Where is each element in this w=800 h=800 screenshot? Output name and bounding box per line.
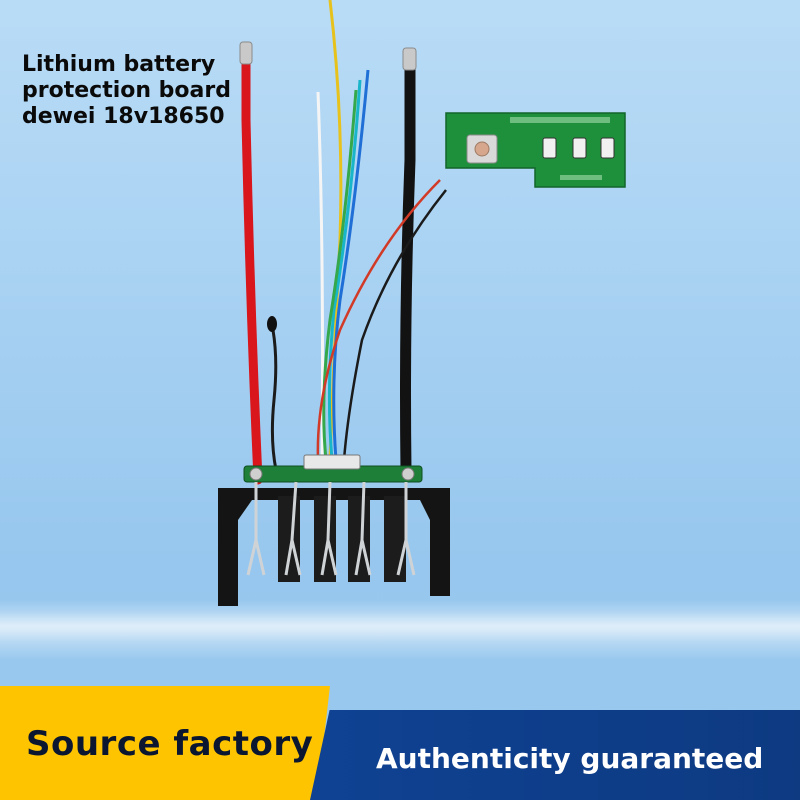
contact-5 (396, 482, 416, 576)
wire-connector (303, 454, 361, 470)
source-factory-label: Source factory (26, 724, 314, 764)
indicator-pcb (445, 112, 626, 188)
blue-wire (332, 69, 370, 461)
switch-button (474, 141, 490, 157)
contact-2 (284, 481, 302, 576)
floor-reflection (0, 612, 800, 642)
title-line-1: Lithium battery (22, 52, 216, 77)
red-thin-wire (316, 179, 441, 461)
black-wire-terminal (402, 47, 417, 71)
thermistor-wire (270, 329, 278, 471)
red-wire (241, 55, 263, 485)
cyan-wire (327, 79, 362, 461)
contact-1 (246, 482, 266, 576)
title-line-2: protection board (22, 78, 231, 103)
contact-3 (320, 481, 338, 576)
black-wire (400, 54, 416, 476)
metal-contacts (246, 481, 416, 576)
red-wire-terminal (239, 41, 253, 65)
contact-4 (354, 481, 372, 576)
led-3 (600, 137, 615, 159)
date-code (560, 175, 602, 180)
banner-yellow-panel (0, 686, 330, 800)
terminal-block (218, 488, 450, 606)
silkscreen-text (510, 117, 610, 123)
green-wire (322, 89, 358, 461)
light-glare (0, 600, 800, 660)
black-thin-wire (342, 189, 447, 461)
main-pcb (243, 454, 423, 483)
yellow-wire (328, 0, 343, 461)
solder-pad-right (401, 467, 415, 481)
led-2 (572, 137, 587, 159)
product-title: Lithium battery protection board dewei 1… (22, 52, 231, 130)
title-line-3: dewei 18v18650 (22, 104, 225, 129)
banner-blue-panel (310, 710, 800, 800)
thermistor (267, 316, 277, 332)
authenticity-label: Authenticity guaranteed (376, 742, 764, 775)
led-1 (542, 137, 557, 159)
solder-pad-left (249, 467, 263, 481)
